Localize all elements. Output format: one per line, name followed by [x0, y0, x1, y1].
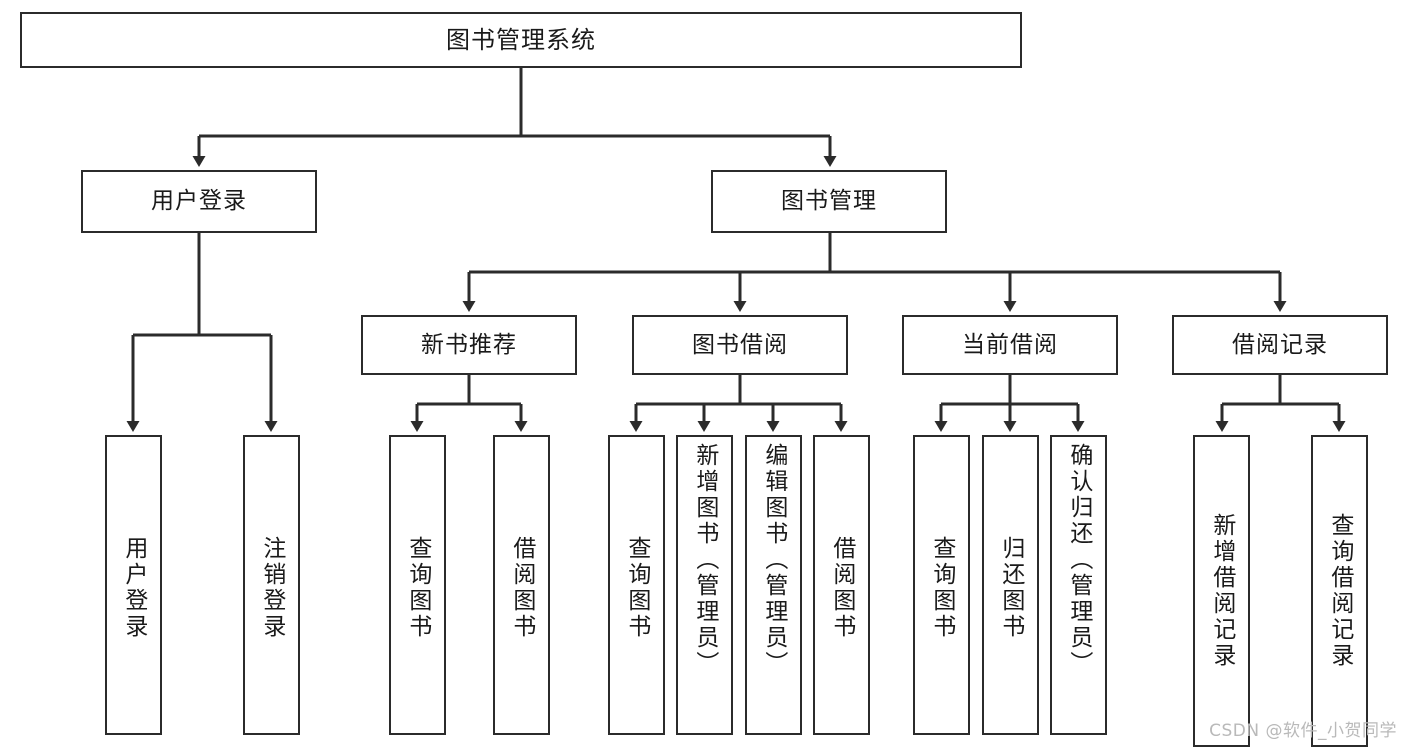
leaf-current-confirm-return-admin[interactable]: 确认归还（管理员）: [1050, 435, 1107, 735]
leaf-user-login-login[interactable]: 用户登录: [105, 435, 162, 735]
node-new-book-recommend[interactable]: 新书推荐: [361, 315, 577, 375]
leaf-new-book-query-book[interactable]: 查询图书: [389, 435, 446, 735]
node-root-book-management-system[interactable]: 图书管理系统: [20, 12, 1022, 68]
node-user-login[interactable]: 用户登录: [81, 170, 317, 233]
leaf-record-add-borrow-record[interactable]: 新增借阅记录: [1193, 435, 1250, 747]
leaf-label: 确认归还（管理员）: [1065, 443, 1092, 677]
leaf-label: 归还图书: [997, 536, 1024, 640]
leaf-current-query-book[interactable]: 查询图书: [913, 435, 970, 735]
leaf-borrow-query-book[interactable]: 查询图书: [608, 435, 665, 735]
node-label: 当前借阅: [962, 331, 1058, 358]
leaf-user-login-logout[interactable]: 注销登录: [243, 435, 300, 735]
watermark-csdn: CSDN @软件_小贺同学: [1209, 721, 1397, 741]
leaf-label: 注销登录: [258, 536, 285, 640]
leaf-current-return-book[interactable]: 归还图书: [982, 435, 1039, 735]
leaf-label: 查询借阅记录: [1326, 513, 1353, 669]
node-label: 图书管理系统: [446, 26, 596, 54]
node-label: 图书管理: [781, 188, 877, 214]
node-label: 图书借阅: [692, 331, 788, 358]
leaf-label: 新增图书（管理员）: [691, 443, 718, 677]
leaf-label: 编辑图书（管理员）: [760, 443, 787, 677]
node-label: 用户登录: [151, 188, 247, 214]
leaf-label: 新增借阅记录: [1208, 513, 1235, 669]
leaf-borrow-add-book-admin[interactable]: 新增图书（管理员）: [676, 435, 733, 735]
leaf-label: 查询图书: [404, 536, 431, 640]
leaf-new-book-borrow-book[interactable]: 借阅图书: [493, 435, 550, 735]
leaf-label: 借阅图书: [508, 536, 535, 640]
node-borrow-record[interactable]: 借阅记录: [1172, 315, 1388, 375]
leaf-label: 查询图书: [928, 536, 955, 640]
leaf-label: 借阅图书: [828, 536, 855, 640]
node-label: 新书推荐: [421, 331, 517, 358]
leaf-label: 查询图书: [623, 536, 650, 640]
node-book-borrow[interactable]: 图书借阅: [632, 315, 848, 375]
leaf-label: 用户登录: [120, 536, 147, 640]
leaf-borrow-edit-book-admin[interactable]: 编辑图书（管理员）: [745, 435, 802, 735]
node-current-borrow[interactable]: 当前借阅: [902, 315, 1118, 375]
leaf-borrow-borrow-book[interactable]: 借阅图书: [813, 435, 870, 735]
node-book-management[interactable]: 图书管理: [711, 170, 947, 233]
node-label: 借阅记录: [1232, 331, 1328, 358]
leaf-record-query-borrow-record[interactable]: 查询借阅记录: [1311, 435, 1368, 747]
